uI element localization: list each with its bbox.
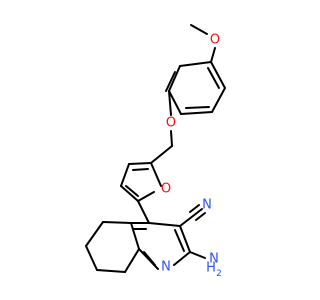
amine-nitrogen-label: N xyxy=(209,252,219,267)
molecule-canvas: O O O N N H 2 N xyxy=(85,24,226,280)
furan-c2-o-bond xyxy=(137,191,155,202)
ch2-furan-bond xyxy=(150,145,173,164)
cyclohexane-bond-5 xyxy=(124,248,140,273)
furan-quinoline-bond xyxy=(137,200,150,224)
benzene-double-bond-4 xyxy=(185,106,210,109)
ether-oxygen-label: O xyxy=(166,116,176,131)
pyridine-double-bond-2 xyxy=(143,251,156,266)
benzene-bond-1 xyxy=(179,61,212,67)
ether-o-ch2-bond xyxy=(170,130,173,147)
benzene-bond-4 xyxy=(180,111,213,115)
pyridine-c8a-c4a-bond xyxy=(130,222,140,250)
furan-c5-o-bond xyxy=(150,162,162,187)
nitrile-triple-bond-3 xyxy=(189,204,200,213)
furan-c3-c2-bond xyxy=(120,185,139,202)
cyclohexane-bond-3 xyxy=(85,245,98,271)
furan-oxygen-label: O xyxy=(161,182,171,197)
cyclohexane-bond-4 xyxy=(96,269,126,273)
phenoxy-o-bond xyxy=(168,90,172,116)
structure-drawing: O O O N N H 2 N xyxy=(85,24,226,280)
benzene-double-bond-6 xyxy=(207,67,220,89)
methoxy-o-ring-bond xyxy=(210,47,216,63)
furan-double-bond-2 xyxy=(125,185,139,197)
atom-labels: O O O N N H 2 N xyxy=(161,33,222,280)
amine-bond xyxy=(189,251,206,259)
methoxy-ch3-bond xyxy=(190,24,208,35)
ring-nitrogen-label: N xyxy=(161,260,171,275)
benzene-bond-2 xyxy=(168,65,181,92)
furan-c4-c3-bond xyxy=(120,163,130,187)
pyridine-c3-c2-bond xyxy=(179,225,191,253)
amine-h-subscript: 2 xyxy=(216,269,222,279)
benzene-bond-3 xyxy=(168,90,182,115)
amine-h-label: H xyxy=(206,261,216,276)
cyclohexane-bond-2 xyxy=(85,221,104,247)
nitrile-c-bond xyxy=(179,215,194,227)
nitrile-nitrogen-label: N xyxy=(202,198,212,213)
nitrile-triple-bond-2 xyxy=(195,212,206,221)
cyclohexane-bond-1 xyxy=(102,221,132,224)
furan-c5-c4-bond xyxy=(128,162,152,165)
furan-double-bond-1 xyxy=(132,168,149,171)
benzene-double-bond-2 xyxy=(165,71,176,92)
benzene-bond-6 xyxy=(210,61,226,89)
pyridine-double-bond-1 xyxy=(174,229,185,252)
pyridine-n-c8a-bond xyxy=(138,248,159,270)
nitrile-triple-bond-1 xyxy=(192,208,203,217)
pyridine-c4-c3-bond xyxy=(148,222,181,227)
methoxy-oxygen-label: O xyxy=(210,33,220,48)
pyridine-c2-n-bond xyxy=(173,251,191,266)
bonds xyxy=(85,24,226,273)
benzene-bond-5 xyxy=(211,87,226,113)
